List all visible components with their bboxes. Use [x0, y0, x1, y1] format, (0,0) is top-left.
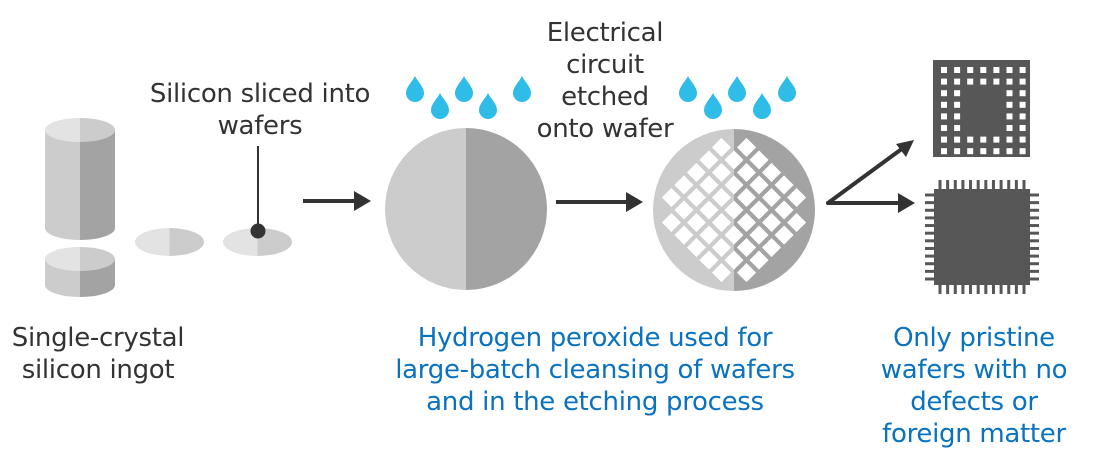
- etched-wafer-icon: [653, 129, 815, 291]
- water-drop-icon: [513, 76, 531, 102]
- qfp-chip-icon: [925, 180, 1039, 294]
- split-arrow-icon: [826, 140, 915, 213]
- wafer-icon: [385, 128, 547, 290]
- water-drop-icon: [704, 93, 722, 119]
- label-pristine-wafers: Only pristine wafers with no defects or …: [880, 323, 1068, 449]
- label-hydrogen-peroxide: Hydrogen peroxide used for large-batch c…: [395, 323, 795, 417]
- label-silicon-ingot: Single-crystal silicon ingot: [11, 323, 185, 385]
- water-drop-icon: [455, 76, 473, 102]
- water-drop-icon: [778, 76, 796, 102]
- label-silicon-sliced: Silicon sliced into wafers: [149, 79, 371, 141]
- bga-chip-icon: [933, 60, 1030, 157]
- water-drop-icon: [679, 76, 697, 102]
- water-drop-icon: [479, 93, 497, 119]
- disc-icon: [135, 228, 204, 256]
- cylinder-slice-icon: [45, 247, 115, 297]
- water-drop-icon: [728, 76, 746, 102]
- disc-icon: [223, 228, 292, 256]
- water-drop-icon: [431, 93, 449, 119]
- arrow-right-icon: [303, 191, 371, 211]
- label-circuit-etched: Electrical circuit etched onto wafer: [536, 18, 674, 144]
- callout-pointer: [250, 146, 266, 239]
- water-drop-icon: [406, 76, 424, 102]
- water-drops-group: [679, 76, 796, 119]
- water-drops-group: [406, 76, 531, 119]
- arrow-right-icon: [556, 192, 643, 212]
- cylinder-icon: [45, 118, 115, 240]
- water-drop-icon: [753, 93, 771, 119]
